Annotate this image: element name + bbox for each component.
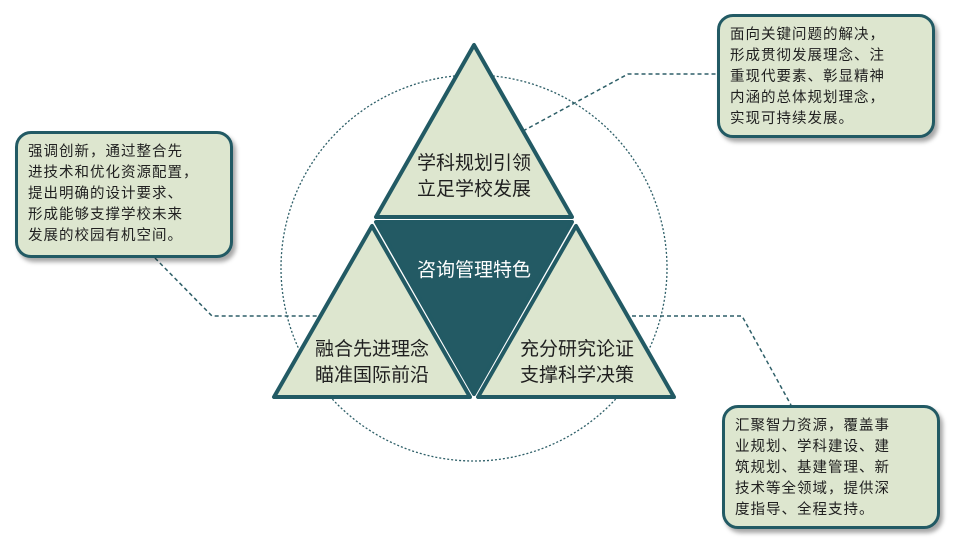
callout-bottom-right-line: 汇聚智力资源，覆盖事 [735,418,890,434]
callout-top-right-line: 面向关键问题的解决， [730,27,885,43]
callout-top-right-line: 重现代要素、彰显精神 [730,69,885,85]
callout-bottom-right-line: 业规划、学科建设、建 [735,439,890,455]
callout-bottom-right: 汇聚智力资源，覆盖事 业规划、学科建设、建 筑规划、基建管理、新 技术等全领域，… [722,405,940,529]
callout-left-line: 强调创新，通过整合先 [28,144,183,160]
triangle-left-line2: 瞄准国际前沿 [315,364,429,386]
callout-left: 强调创新，通过整合先 进技术和优化资源配置， 提出明确的设计要求、 形成能够支撑… [15,131,233,258]
callout-left-line: 进技术和优化资源配置， [28,165,199,181]
connector-top-right [522,73,717,132]
triangle-left [272,224,472,399]
triangle-top-line2: 立足学校发展 [417,178,531,200]
callout-bottom-right-line: 度指导、全程支持。 [735,502,875,518]
triangle-center [374,220,574,396]
callout-top-right-line: 实现可持续发展。 [730,111,854,127]
callout-bottom-right-line: 筑规划、基建管理、新 [735,460,890,476]
callout-bottom-right-line: 技术等全领域，提供深 [735,481,890,497]
connector-bottom-right [625,315,792,406]
callout-left-line: 形成能够支撑学校未来 [28,207,183,223]
callout-left-line: 发展的校园有机空间。 [28,228,183,244]
triangle-top-line1: 学科规划引领 [417,152,531,174]
callout-top-right: 面向关键问题的解决， 形成贯彻发展理念、注 重现代要素、彰显精神 内涵的总体规划… [717,14,935,138]
callout-top-right-line: 形成贯彻发展理念、注 [730,48,885,64]
callout-left-line: 提出明确的设计要求、 [28,186,183,202]
center-label: 咨询管理特色 [417,259,531,281]
connector-left [154,257,320,317]
triangle-top [374,43,574,219]
callout-top-right-line: 内涵的总体规划理念， [730,90,885,106]
triangle-left-line1: 融合先进理念 [315,337,429,360]
triangle-right-line1: 充分研究论证 [520,338,634,360]
triangle-right [476,224,676,399]
triangle-right-line2: 支撑科学决策 [520,364,634,386]
